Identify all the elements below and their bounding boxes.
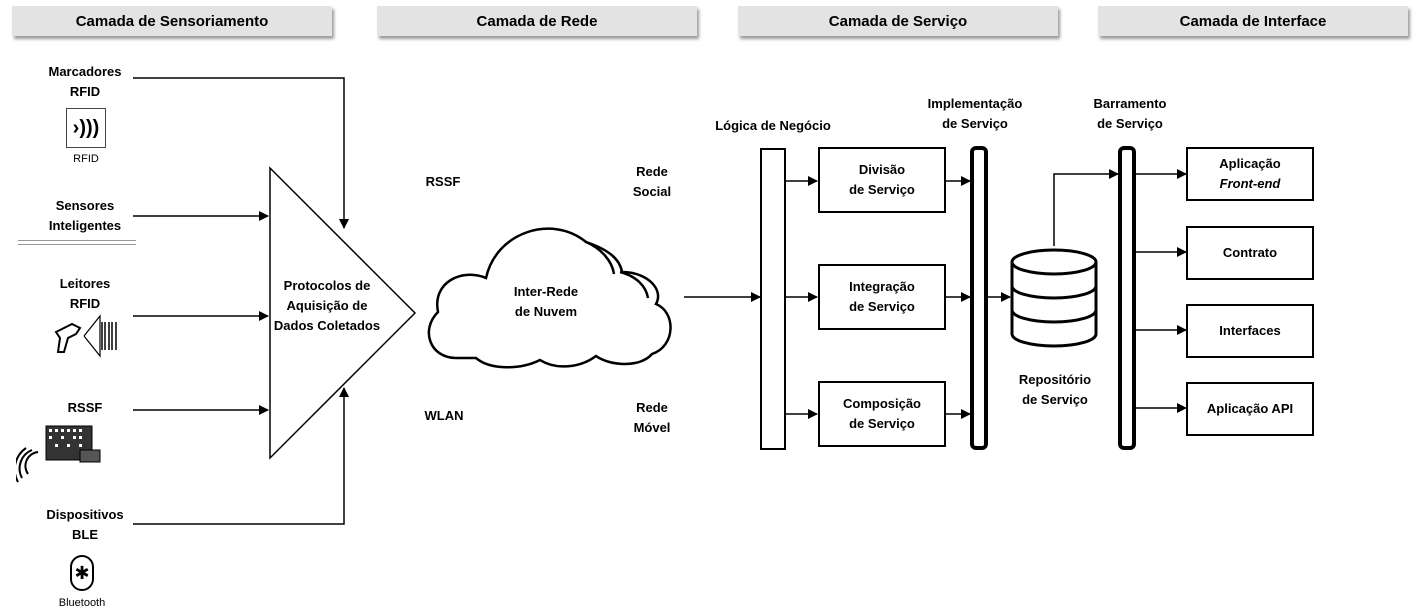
smart-sensors-label: Sensores Inteligentes [48, 198, 122, 233]
mobile-network-label: Rede Móvel [633, 400, 671, 435]
interface-layer-header: Camada de Interface [1098, 6, 1408, 36]
social-network-label: Rede Social [632, 164, 672, 199]
sensing-layer-header: Camada de Sensoriamento [12, 6, 332, 36]
wlan-label: WLAN [424, 408, 464, 423]
frontend-app-line2: Front-end [1219, 176, 1281, 191]
service-implementation-bar [970, 146, 988, 450]
rfid-reader-icon [54, 314, 117, 358]
sensing-wsn-label: RSSF [67, 400, 103, 415]
bluetooth-caption: Bluetooth [58, 597, 106, 609]
smart-sensors-underline [18, 240, 136, 245]
interfaces-box: Interfaces [1186, 304, 1314, 358]
api-app-label: Aplicação API [1206, 401, 1294, 416]
business-logic-label: Lógica de Negócio [715, 118, 831, 133]
cloud-label: Inter-Rede de Nuvem [513, 284, 579, 319]
service-layer-header: Camada de Serviço [738, 6, 1058, 36]
acquisition-protocols-label: Protocolos de Aquisição de Dados Coletad… [273, 278, 381, 333]
frontend-app-box: Aplicação Front-end [1186, 147, 1314, 201]
network-wsn-label: RSSF [425, 174, 461, 189]
network-layer-title: Camada de Rede [476, 12, 598, 30]
acquisition-protocols-triangle [269, 166, 417, 460]
business-logic-bar [760, 148, 786, 450]
bluetooth-icon: ✱ [70, 555, 94, 591]
contract-label: Contrato [1222, 245, 1278, 260]
frontend-app-line1: Aplicação [1219, 156, 1281, 171]
service-implementation-label: Implementação de Serviço [927, 96, 1023, 131]
ble-connector [133, 387, 349, 525]
sensing-layer-title: Camada de Sensoriamento [75, 12, 269, 30]
repository-database-icon [1010, 248, 1098, 348]
service-layer-title: Camada de Serviço [828, 12, 968, 30]
service-bus-bar [1118, 146, 1136, 450]
ble-devices-label: Dispositivos BLE [46, 507, 124, 542]
interface-layer-title: Camada de Interface [1179, 12, 1327, 30]
contract-box: Contrato [1186, 226, 1314, 280]
wsn-node-icon [16, 425, 101, 483]
rfid-tags-label: Marcadores RFID [48, 64, 122, 99]
network-layer-header: Camada de Rede [377, 6, 697, 36]
service-division-box: Divisão de Serviço [818, 147, 946, 213]
rfid-tags-connector [133, 77, 349, 229]
api-app-box: Aplicação API [1186, 382, 1314, 436]
interfaces-label: Interfaces [1219, 323, 1281, 338]
rfid-readers-label: Leitores RFID [59, 276, 111, 311]
service-bus-label: Barramento de Serviço [1093, 96, 1167, 131]
service-repository-label: Repositório de Serviço [1018, 372, 1092, 407]
service-composition-box: Composição de Serviço [818, 381, 946, 447]
rfid-caption: RFID [73, 153, 99, 165]
service-integration-box: Integração de Serviço [818, 264, 946, 330]
rfid-icon: ›))) [66, 108, 106, 148]
